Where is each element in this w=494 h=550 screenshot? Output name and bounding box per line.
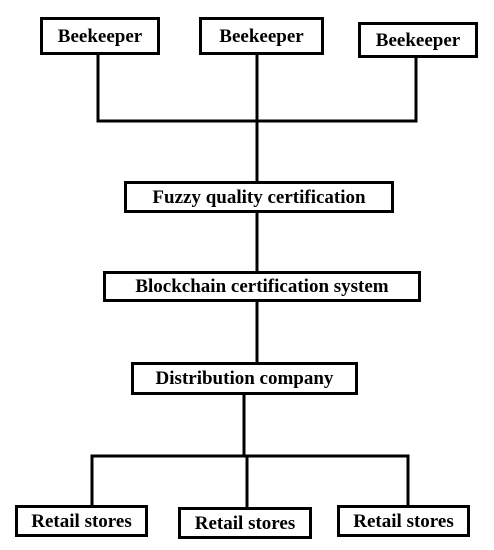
- retail-stores-label-3: Retail stores: [353, 510, 454, 532]
- retail-stores-box-3: Retail stores: [337, 505, 470, 537]
- fuzzy-certification-box: Fuzzy quality certification: [124, 181, 394, 213]
- fuzzy-certification-label: Fuzzy quality certification: [152, 186, 366, 208]
- retail-stores-box-1: Retail stores: [15, 505, 148, 537]
- beekeeper-box-3: Beekeeper: [358, 22, 478, 58]
- retail-stores-label-2: Retail stores: [194, 512, 296, 534]
- beekeeper-label-1: Beekeeper: [57, 25, 143, 47]
- blockchain-system-label: Blockchain certification system: [135, 276, 389, 297]
- blockchain-system-box: Blockchain certification system: [103, 271, 421, 302]
- retail-stores-label-1: Retail stores: [31, 510, 132, 532]
- beekeeper-box-2: Beekeeper: [199, 17, 324, 55]
- beekeeper-box-1: Beekeeper: [40, 17, 160, 55]
- beekeeper-label-3: Beekeeper: [375, 29, 461, 51]
- beekeeper-label-2: Beekeeper: [219, 25, 304, 47]
- retail-stores-box-2: Retail stores: [178, 507, 312, 539]
- distribution-company-box: Distribution company: [131, 362, 358, 395]
- distribution-company-label: Distribution company: [155, 368, 334, 389]
